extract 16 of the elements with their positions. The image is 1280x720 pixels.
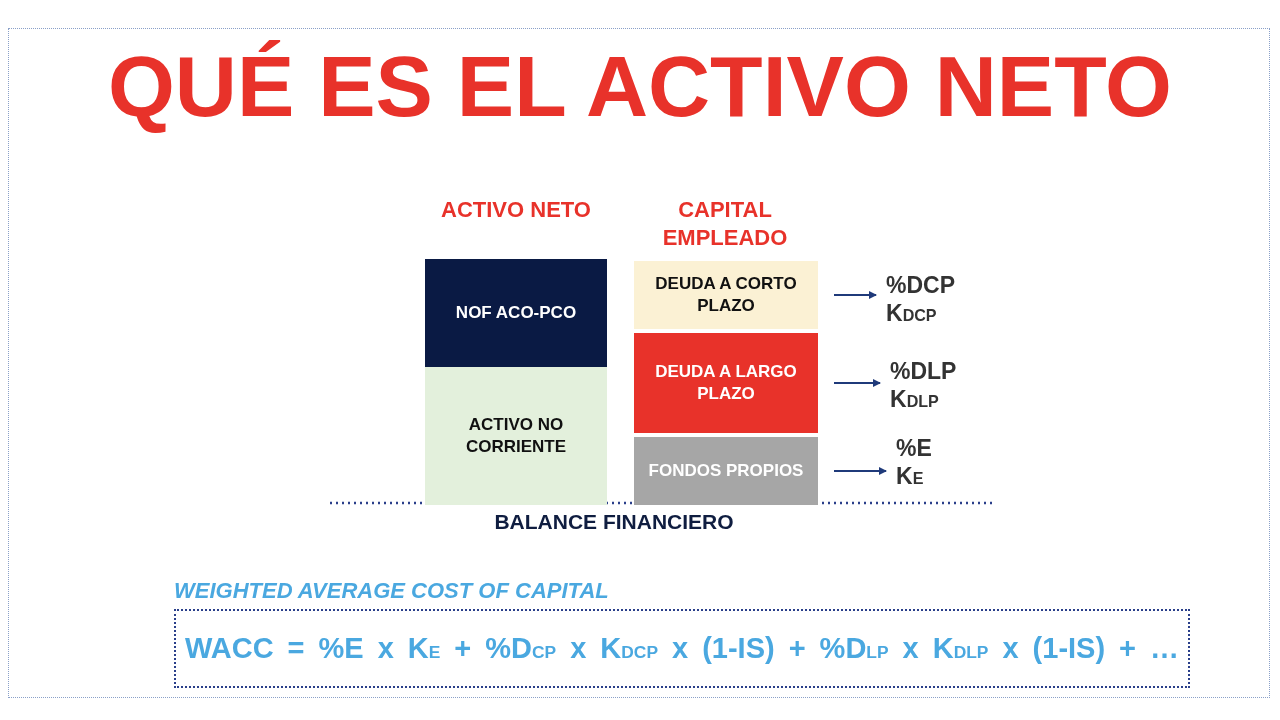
column-heading: CAPITAL EMPLEADO — [661, 196, 789, 252]
balance-block: FONDOS PROPIOS — [634, 437, 818, 505]
ratio-text: %DLP — [890, 357, 957, 385]
balance-block: ACTIVO NO CORRIENTE — [425, 367, 607, 505]
column-heading: ACTIVO NETO — [440, 196, 592, 224]
formula-heading: WEIGHTED AVERAGE COST OF CAPITAL — [174, 578, 609, 604]
balance-block: DEUDA A LARGO PLAZO — [634, 333, 818, 433]
balance-block: NOF ACO-PCO — [425, 259, 607, 367]
caption: BALANCE FINANCIERO — [493, 509, 735, 535]
title: QUÉ ES EL ACTIVO NETO — [106, 38, 1173, 134]
ratio-text: %DCP — [886, 271, 955, 299]
arrow — [833, 291, 877, 299]
arrow — [833, 379, 881, 387]
ratio-text: %E — [896, 434, 932, 462]
arrow — [833, 467, 887, 475]
balance-block: DEUDA A CORTO PLAZO — [634, 261, 818, 329]
